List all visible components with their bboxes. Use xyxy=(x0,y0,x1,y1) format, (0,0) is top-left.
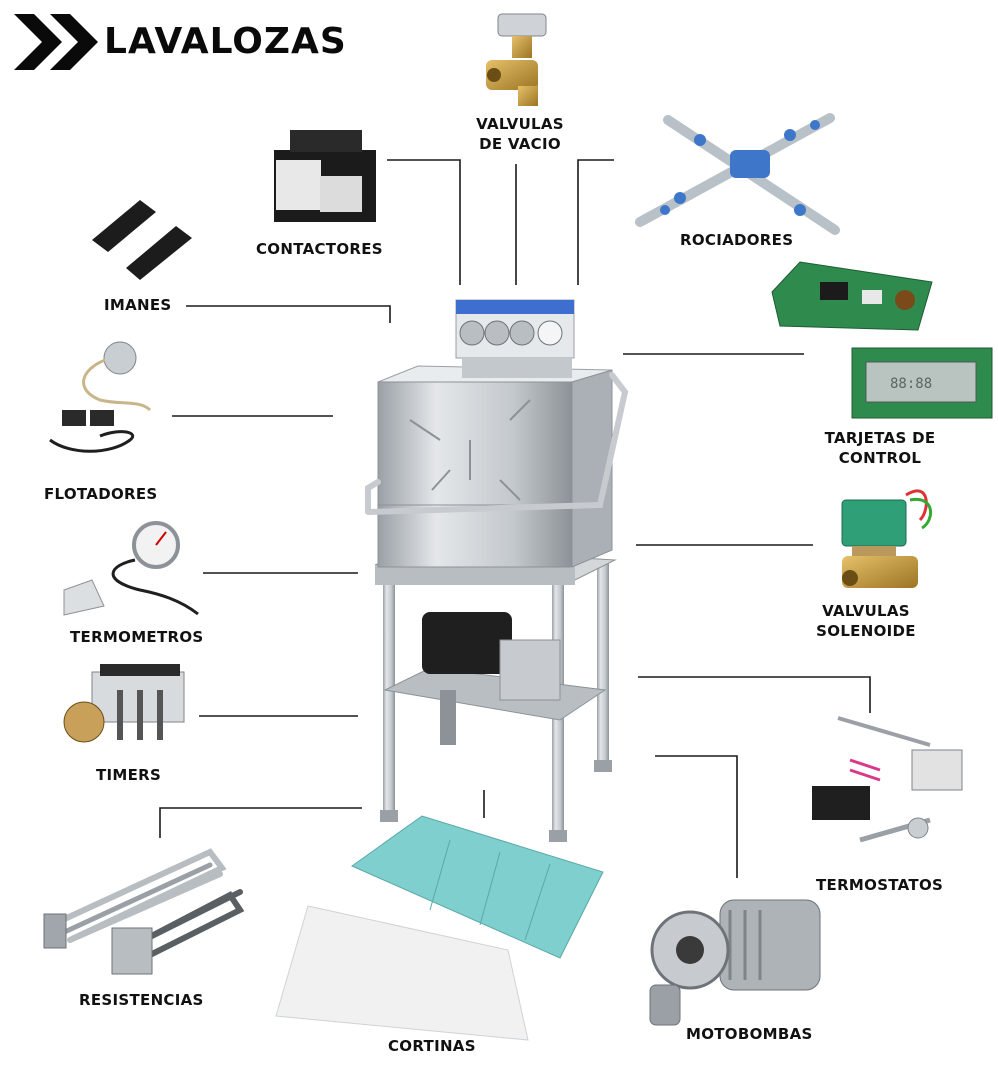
label-termostatos: TERMOSTATOS xyxy=(816,876,944,894)
display-board-icon: 88:88 xyxy=(851,347,993,419)
label-tarjetas: TARJETAS DE CONTROL xyxy=(815,428,945,468)
vacuum-valve-icon xyxy=(486,13,547,106)
curtain-icon xyxy=(275,815,604,1041)
label-imanes: IMANES xyxy=(104,296,172,314)
label-cortinas: CORTINAS xyxy=(388,1037,476,1055)
page-title: LAVALOZAS xyxy=(104,21,347,62)
motor-pump-icon xyxy=(649,899,821,1026)
thermometer-icon xyxy=(63,521,199,616)
label-rociadores: ROCIADORES xyxy=(680,231,794,249)
label-solenoide: VALVULAS SOLENOIDE xyxy=(806,601,926,641)
label-valvulas-vacio-line2: DE VACIO xyxy=(479,135,561,153)
label-contactores: CONTACTORES xyxy=(256,240,383,258)
line-rociadores xyxy=(577,159,614,285)
line-contactores xyxy=(387,159,461,285)
thermostat-icon xyxy=(812,716,963,843)
label-tarjetas-line1: TARJETAS DE xyxy=(824,429,936,447)
contactor-icon xyxy=(274,130,376,222)
label-timers: TIMERS xyxy=(96,766,162,784)
label-solenoide-line1: VALVULAS xyxy=(822,602,910,620)
chevron-logo-icon xyxy=(14,14,98,70)
line-termostatos xyxy=(638,676,871,713)
label-resistencias: RESISTENCIAS xyxy=(79,991,204,1009)
timer-icon xyxy=(63,664,185,743)
solenoid-valve-icon xyxy=(841,489,933,588)
label-motobombas: MOTOBOMBAS xyxy=(686,1025,813,1043)
label-valvulas-vacio-line1: VALVULAS xyxy=(476,115,564,133)
connector-lines xyxy=(159,159,871,878)
svg-text:88:88: 88:88 xyxy=(890,376,932,392)
control-board-icon xyxy=(771,261,933,331)
magnet-icon xyxy=(92,200,192,280)
label-tarjetas-line2: CONTROL xyxy=(838,449,922,467)
dishwasher-icon xyxy=(365,299,629,842)
spray-arm-icon xyxy=(635,113,840,235)
float-switch-icon xyxy=(49,341,152,453)
heating-element-icon xyxy=(43,848,245,975)
line-imanes xyxy=(186,305,391,323)
label-flotadores: FLOTADORES xyxy=(44,485,158,503)
label-termometros: TERMOMETROS xyxy=(70,628,204,646)
line-resistencias xyxy=(159,807,362,838)
line-motobombas xyxy=(655,755,738,878)
label-solenoide-line2: SOLENOIDE xyxy=(816,622,916,640)
label-valvulas-vacio: VALVULAS DE VACIO xyxy=(470,114,570,154)
